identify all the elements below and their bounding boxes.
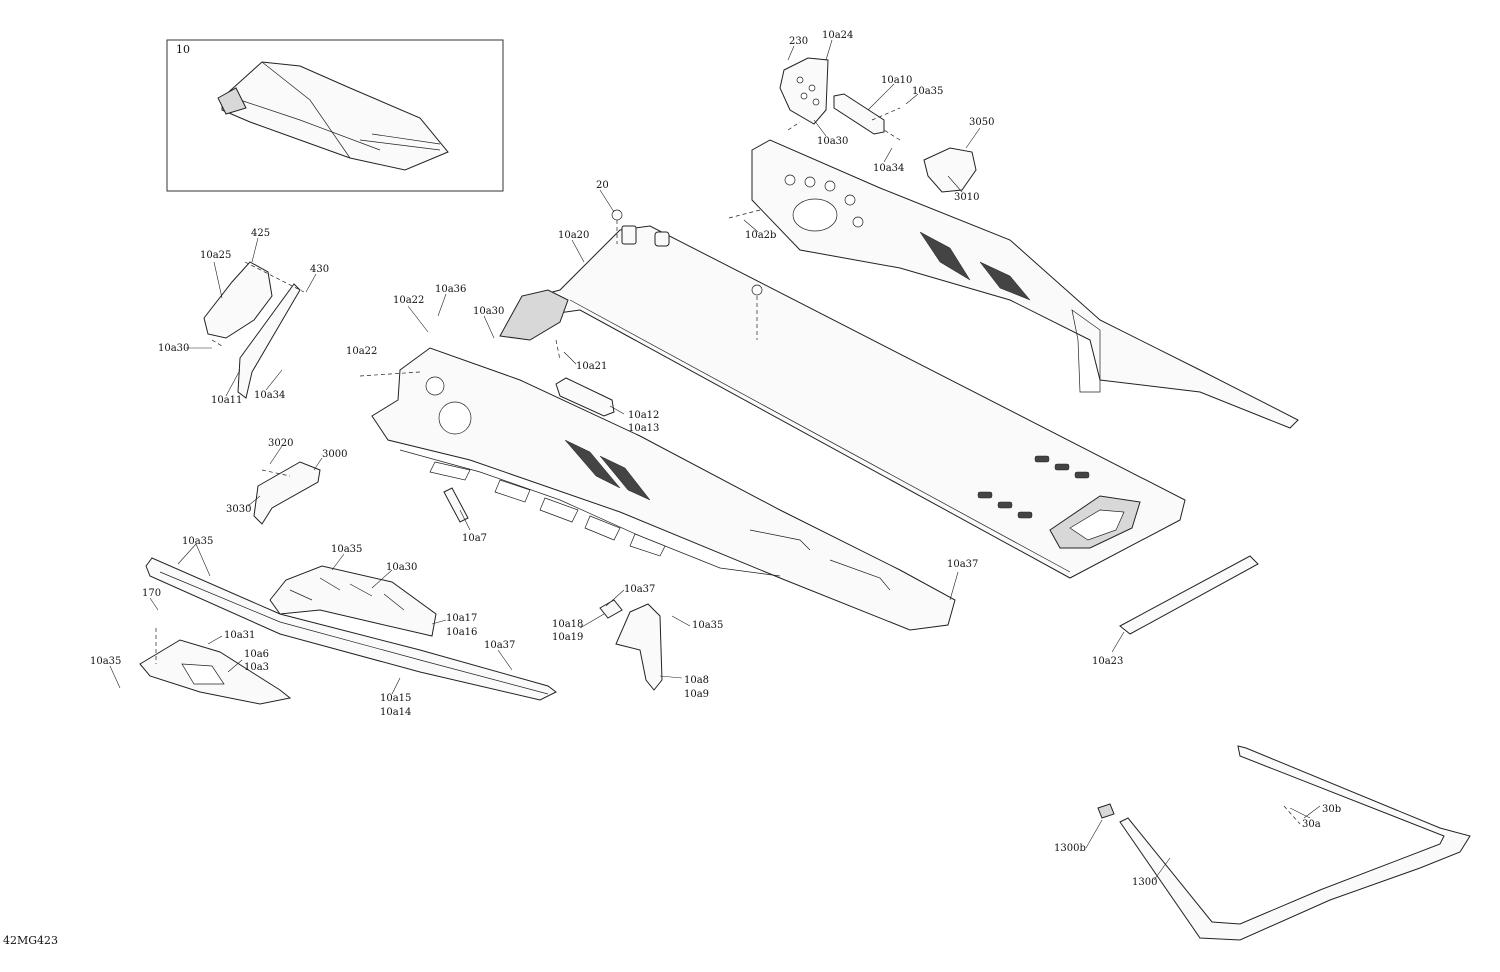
callout-10a24: 10a24 [822, 30, 853, 41]
callout-3020: 3020 [268, 438, 293, 449]
callout-10a22-top: 10a22 [393, 295, 424, 306]
callout-20: 20 [596, 180, 609, 191]
callout-1300: 1300 [1132, 877, 1157, 888]
callout-10a20: 10a20 [558, 230, 589, 241]
callout-10a25: 10a25 [200, 250, 231, 261]
center-bracket [599, 599, 663, 691]
left-brackets [203, 261, 321, 525]
callout-10a15: 10a15 [380, 693, 411, 704]
callout-425: 425 [251, 228, 270, 239]
fastener-leaders [155, 209, 1301, 825]
right-side-panel [751, 139, 1299, 429]
callout-10a9: 10a9 [684, 689, 709, 700]
callout-10a2b: 10a2b [745, 230, 776, 241]
callout-10a3: 10a3 [244, 662, 269, 673]
callout-10a21: 10a21 [576, 361, 607, 372]
callout-leader-lines [109, 39, 1321, 881]
callout-10a36: 10a36 [435, 284, 466, 295]
callout-3030: 3030 [226, 504, 251, 515]
callout-10a19: 10a19 [552, 632, 583, 643]
callout-10a6: 10a6 [244, 649, 269, 660]
callout-3050: 3050 [969, 117, 994, 128]
callout-30b: 30b [1322, 804, 1341, 815]
callout-10a30-mid: 10a30 [473, 306, 504, 317]
callout-10a35-skid: 10a35 [90, 656, 121, 667]
callout-10a37-center: 10a37 [624, 584, 655, 595]
callout-10a35: 10a35 [912, 86, 943, 97]
front-bumper-mesh [269, 565, 437, 637]
callout-3000: 3000 [322, 449, 347, 460]
callout-10a35-front: 10a35 [182, 536, 213, 547]
callout-10a31: 10a31 [224, 630, 255, 641]
rear-rail-10a23 [1119, 555, 1259, 635]
callout-10a35-mesh: 10a35 [331, 544, 362, 555]
callout-1300b: 1300b [1054, 843, 1086, 854]
callout-10a7: 10a7 [462, 533, 487, 544]
callout-10a30-mesh: 10a30 [386, 562, 417, 573]
callout-10a14: 10a14 [380, 707, 411, 718]
callout-30a: 30a [1302, 819, 1321, 830]
inset-assembly-10: 10 [166, 39, 504, 192]
callout-10a37-front: 10a37 [484, 640, 515, 651]
callout-10a10: 10a10 [881, 75, 912, 86]
callout-170: 170 [142, 588, 161, 599]
callout-10a11: 10a11 [211, 395, 242, 406]
callout-10a8: 10a8 [684, 675, 709, 686]
callout-10a12: 10a12 [628, 410, 659, 421]
upper-right-brackets [779, 57, 977, 193]
callout-10a30-left: 10a30 [158, 343, 189, 354]
callout-430: 430 [310, 264, 329, 275]
lower-rail-cutouts [429, 461, 666, 557]
callout-10a17: 10a17 [446, 613, 477, 624]
tunnel-top-plate [499, 225, 1186, 579]
callout-10a34-left: 10a34 [254, 390, 285, 401]
callout-10a37-right: 10a37 [947, 559, 978, 570]
callout-10a13: 10a13 [628, 423, 659, 434]
callout-10a34: 10a34 [873, 163, 904, 174]
callout-3010: 3010 [954, 192, 979, 203]
rear-grab-handle [1097, 745, 1471, 941]
callout-10a23: 10a23 [1092, 656, 1123, 667]
inset-label: 10 [176, 43, 190, 56]
front-cross-member [145, 557, 557, 701]
bracket-10a12 [555, 377, 615, 417]
callout-10a35-center: 10a35 [692, 620, 723, 631]
callout-labels: 230 10a24 10a10 10a35 10a30 10a34 3050 3… [90, 30, 1341, 888]
callout-10a30: 10a30 [817, 136, 848, 147]
callout-10a16: 10a16 [446, 627, 477, 638]
callout-10a18: 10a18 [552, 619, 583, 630]
callout-10a22-left: 10a22 [346, 346, 377, 357]
tunnel-vent-slots [977, 455, 1090, 519]
plate-10a7 [443, 487, 469, 523]
callout-230: 230 [789, 36, 808, 47]
front-skid-plate [139, 639, 292, 705]
left-side-panel [371, 347, 956, 631]
figure-id: 42MG423 [3, 934, 58, 947]
